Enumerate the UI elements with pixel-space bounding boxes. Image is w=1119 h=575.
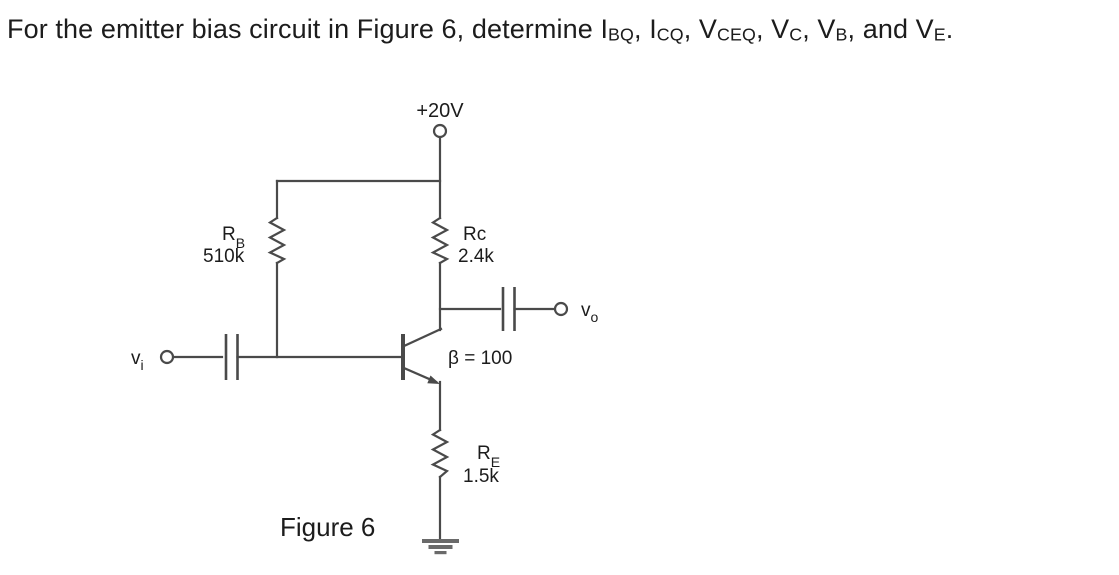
input-branch: vi — [131, 334, 403, 380]
resistor-re-label: RE — [477, 443, 500, 470]
resistor-rb-value: 510k — [203, 246, 245, 267]
resistor-re: RE 1.5k — [430, 380, 500, 542]
supply-terminal — [432, 123, 448, 139]
supply-voltage-label: +20V — [416, 100, 464, 122]
problem-text: For the emitter bias circuit in Figure 6… — [7, 14, 601, 44]
output-coupling-capacitor — [501, 287, 516, 331]
quantity-icq: ICQ, — [649, 14, 699, 45]
beta-label: β = 100 — [448, 348, 512, 369]
npn-transistor: β = 100 — [401, 327, 512, 384]
resistor-rb: RB 510k — [203, 216, 287, 359]
quantity-ve: VE. — [915, 14, 954, 45]
resistor-rc-value: 2.4k — [458, 246, 494, 267]
figure-caption: Figure 6 — [280, 512, 375, 542]
input-voltage-label: vi — [131, 348, 144, 373]
output-terminal — [553, 301, 569, 317]
resistor-rc-label: Rc — [463, 224, 486, 245]
input-coupling-capacitor — [224, 334, 239, 380]
supply-terminal-group: +20V — [416, 100, 464, 220]
ground-icon — [422, 539, 459, 555]
circuit-diagram: +20V RB 510k Rc 2.4k vo vi — [131, 100, 599, 555]
quantity-vc: VC, — [771, 14, 818, 45]
output-voltage-label: vo — [581, 300, 599, 325]
transistor-collector-lead — [402, 327, 443, 348]
quantity-vb: VB, and — [817, 14, 916, 45]
emitter-arrow-icon — [427, 375, 440, 384]
resistor-rc: Rc 2.4k — [430, 216, 494, 332]
problem-statement: For the emitter bias circuit in Figure 6… — [7, 13, 1117, 45]
resistor-rc-zigzag — [430, 216, 450, 265]
input-terminal — [159, 349, 175, 365]
resistor-re-zigzag — [430, 428, 450, 479]
resistor-rb-label: RB — [222, 224, 245, 251]
resistor-re-value: 1.5k — [463, 466, 499, 487]
quantity-vceq: VCEQ, — [698, 14, 772, 45]
output-branch: vo — [438, 287, 599, 331]
quantity-ibq: IBQ, — [600, 14, 650, 45]
resistor-rb-zigzag — [267, 216, 287, 265]
